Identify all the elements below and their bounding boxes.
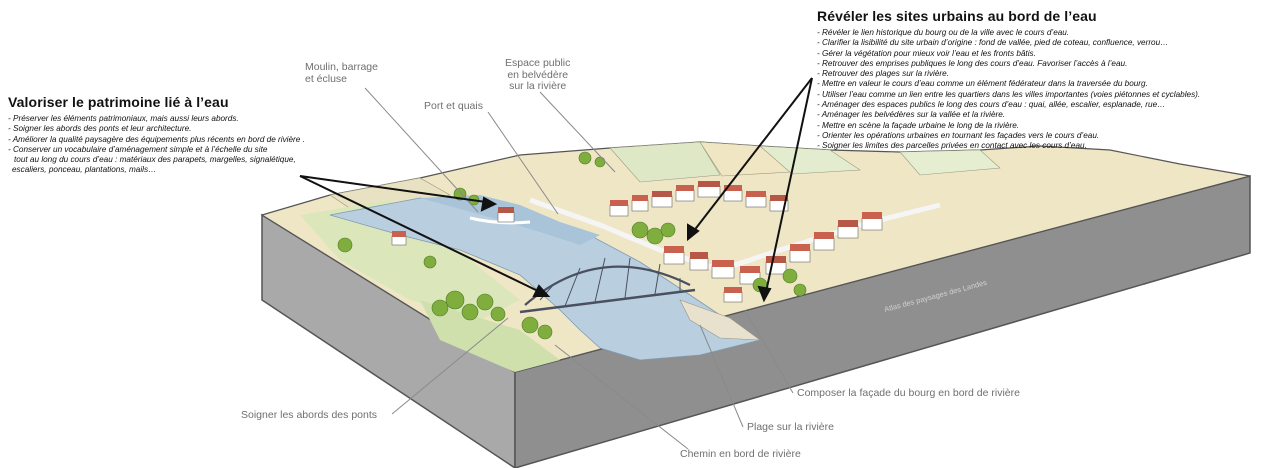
trees xyxy=(337,151,807,340)
field-plot xyxy=(759,145,861,175)
label-port: Port et quais xyxy=(424,100,483,112)
left-panel-item: - Soigner les abords des ponts et leur a… xyxy=(8,124,192,134)
right-panel-item: - Mettre en valeur le cours d’eau comme … xyxy=(817,79,1148,89)
right-panel-item: - Retrouver des emprises publiques le lo… xyxy=(817,58,1128,68)
right-panel-item: - Mettre en scène la façade urbaine le l… xyxy=(817,120,1020,130)
village xyxy=(391,181,883,303)
left-panel-item: tout au long du cours d’eau : matériaux … xyxy=(14,155,296,165)
right-panel-item: - Aménager des espaces publics le long d… xyxy=(817,100,1166,110)
right-panel-item: - Utiliser l’eau comme un lien entre les… xyxy=(817,89,1201,99)
field-plot xyxy=(899,149,1001,176)
label-moulin: Moulin, barrage et écluse xyxy=(305,61,378,85)
right-panel-item: - Révéler le lien historique du bourg ou… xyxy=(817,28,1070,37)
meadow xyxy=(300,200,520,320)
right-panel-title: Révéler les sites urbains au bord de l’e… xyxy=(817,8,1097,24)
field-plot xyxy=(609,141,721,183)
right-panel-item: - Retrouver des plages sur la rivière. xyxy=(817,69,949,79)
right-panel-item: - Soigner les limites des parcelles priv… xyxy=(817,141,1087,151)
bridge-truss xyxy=(539,257,681,307)
label-facade: Composer la façade du bourg en bord de r… xyxy=(797,387,1020,399)
right-panel-item: - Gérer la végétation pour mieux voir l’… xyxy=(817,48,1036,58)
label-plage: Plage sur la rivière xyxy=(747,421,834,433)
bridge-deck xyxy=(519,288,696,314)
leader-lines xyxy=(364,87,794,450)
right-panel-item: - Orienter les opérations urbaines en to… xyxy=(817,130,1100,140)
weir xyxy=(469,216,531,225)
label-chemin: Chemin en bord de rivière xyxy=(680,448,801,460)
left-panel-item: - Conserver un vocabulaire d’aménagement… xyxy=(8,144,268,154)
left-panel-title: Valoriser le patrimoine lié à l’eau xyxy=(8,94,229,110)
left-panel-item: escaliers, ponceau, plantations, mails… xyxy=(12,165,157,175)
arrows xyxy=(299,77,813,303)
left-panel-item: - Améliorer la qualité paysagère des équ… xyxy=(8,134,305,144)
label-espace-public: Espace public en belvédère sur la rivièr… xyxy=(505,57,571,92)
left-panel-item: - Préserver les éléments patrimoniaux, m… xyxy=(8,114,239,123)
river-beach xyxy=(679,299,761,341)
right-panel-item: - Clarifier la lisibilité du site urbain… xyxy=(817,38,1169,48)
label-ponts: Soigner les abords des ponts xyxy=(241,409,378,421)
meadow xyxy=(420,300,560,372)
left-text-panel: Valoriser le patrimoine lié à l’eau - Pr… xyxy=(8,94,378,176)
right-panel-item: - Aménager les belvédères sur la vallée … xyxy=(817,110,1006,120)
right-text-panel: Révéler les sites urbains au bord de l’e… xyxy=(817,8,1277,152)
